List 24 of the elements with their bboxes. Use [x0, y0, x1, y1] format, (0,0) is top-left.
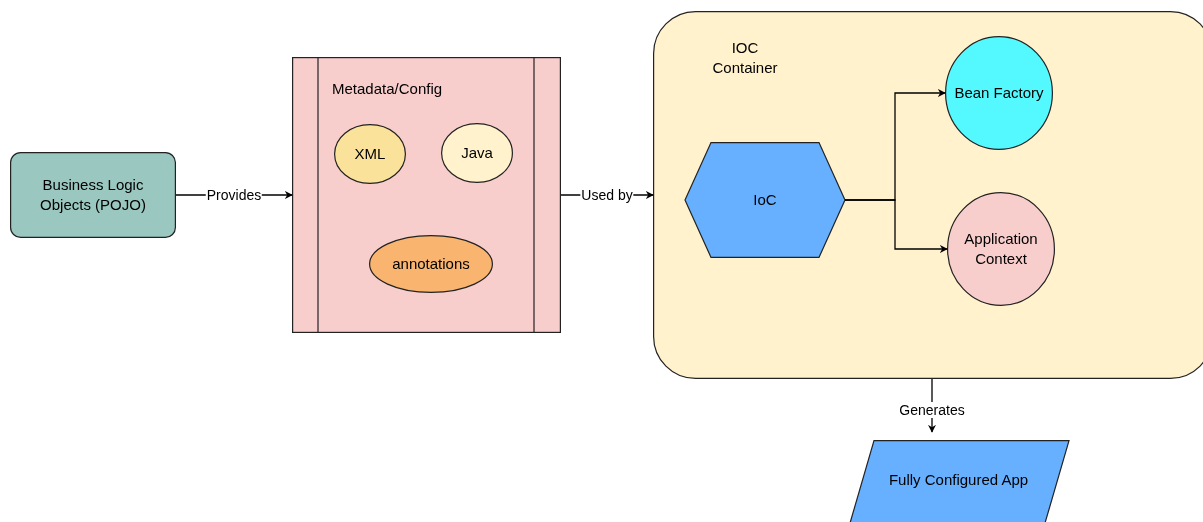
circle-node — [945, 36, 1053, 150]
node-label: XML — [353, 144, 387, 164]
node-label: IOC Container — [711, 38, 779, 78]
ellipse-node — [334, 124, 406, 184]
circle-node — [947, 192, 1055, 306]
subprocess-box — [292, 57, 561, 333]
hexagon-node — [685, 142, 845, 258]
data-parallelogram — [848, 440, 1069, 522]
node-label: Business Logic Objects (POJO) — [39, 175, 147, 215]
ellipse-node — [441, 123, 513, 183]
container-box — [653, 11, 1203, 379]
edge-label: Used by — [580, 187, 634, 203]
node-label: annotations — [391, 254, 471, 274]
node-label: Application Context — [963, 229, 1039, 269]
ellipse-node — [369, 235, 493, 293]
edge-label: Provides — [205, 187, 263, 203]
process-box — [10, 152, 176, 238]
node-label: IoC — [752, 190, 778, 210]
node-label: Metadata/Config — [332, 79, 443, 99]
node-label: Fully Configured App — [887, 470, 1030, 490]
node-label: Bean Factory — [953, 83, 1045, 103]
edge-label: Generates — [898, 401, 966, 418]
node-label: Java — [460, 143, 494, 163]
arrow — [844, 199, 948, 253]
